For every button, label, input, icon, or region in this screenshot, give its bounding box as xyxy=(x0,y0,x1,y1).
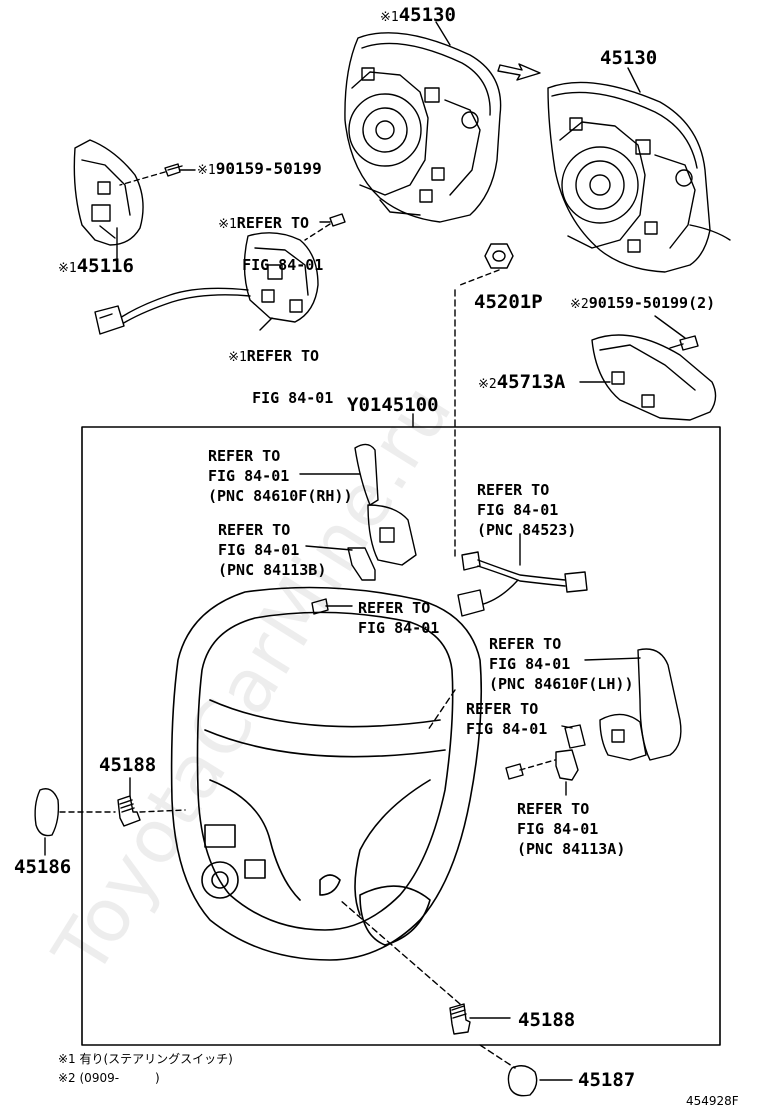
footnote-2: ※2 (0909- ) xyxy=(58,1071,160,1085)
dash-45188-top xyxy=(139,809,186,813)
dash-90159-left xyxy=(119,171,166,186)
switch-with-harness xyxy=(94,232,319,335)
label-45130-right: 45130 xyxy=(600,47,658,69)
bracket-84113b xyxy=(347,547,376,581)
ref-label-7: REFER TO FIG 84-01 (PNC 84610F(LH)) xyxy=(489,635,634,693)
airbag-45130-left xyxy=(344,32,502,223)
ref-line: FIG 84-01 xyxy=(252,389,334,407)
ref-label-2: ※1REFER TO FIG 84-01 xyxy=(210,326,333,408)
ref-label-8: REFER TO FIG 84-01 xyxy=(466,700,548,738)
part-number: 45130 xyxy=(398,4,456,26)
footnote-1: ※1 有り(ステアリングスイッチ) xyxy=(58,1052,233,1066)
ref-label-5: REFER TO FIG 84-01 (PNC 84113B) xyxy=(218,521,327,579)
assembly-frame xyxy=(81,426,721,1046)
dash-wheel-center xyxy=(427,689,456,731)
screw-45188-top xyxy=(117,795,141,827)
screw-refer-top xyxy=(329,213,346,227)
note-mark: ※1 xyxy=(380,10,399,25)
leader-84113b xyxy=(305,545,353,551)
steering-wheel xyxy=(170,586,483,961)
paddle-lh xyxy=(599,648,682,761)
part-number: 90159-50199(2) xyxy=(588,294,716,312)
cover-45713a xyxy=(591,334,717,421)
ref-label-3: REFER TO FIG 84-01 (PNC 84610F(RH)) xyxy=(208,447,353,505)
dash-45201p xyxy=(459,269,500,286)
dash-screw-lh xyxy=(519,759,556,771)
paddle-rh xyxy=(354,443,417,566)
ref-line: FIG 84-01 xyxy=(242,256,324,274)
dash-45187 xyxy=(479,1044,516,1069)
leader-90159-right xyxy=(654,315,686,339)
part-number: 45116 xyxy=(76,255,134,277)
label-45116: ※145116 xyxy=(58,257,134,276)
part-number: 45713A xyxy=(496,371,566,393)
label-45188-bottom: 45188 xyxy=(518,1009,576,1031)
leader-45130-left xyxy=(435,21,451,46)
screw-lh xyxy=(505,763,524,780)
ref-line: REFER TO xyxy=(236,214,310,232)
leader-refer-fig xyxy=(561,725,573,729)
note-mark: ※1 xyxy=(228,350,247,365)
note-mark: ※1 xyxy=(218,217,237,232)
label-45130-left: ※145130 xyxy=(380,6,456,25)
cap-45186 xyxy=(34,788,60,837)
leader-45130-right xyxy=(627,67,641,93)
ref-label-6: REFER TO FIG 84-01 xyxy=(358,599,440,637)
label-45186: 45186 xyxy=(14,856,72,878)
airbag-45130-right xyxy=(547,81,731,273)
label-90159-right: ※290159-50199(2) xyxy=(570,294,716,312)
leader-paddle-lh xyxy=(584,657,641,661)
screw-45188-bottom xyxy=(449,1003,471,1035)
label-45188-top: 45188 xyxy=(99,754,157,776)
dash-45188-bottom xyxy=(339,899,461,1005)
harness-84523 xyxy=(457,551,588,617)
screw-90159-left xyxy=(164,163,183,177)
cap-45187 xyxy=(507,1065,538,1097)
ref-label-9: REFER TO FIG 84-01 (PNC 84113A) xyxy=(517,800,626,858)
ref-label-4: REFER TO FIG 84-01 (PNC 84523) xyxy=(477,481,577,539)
bracket-84113a xyxy=(555,724,586,781)
ref-line: REFER TO xyxy=(246,347,320,365)
label-y0145100: Y0145100 xyxy=(347,394,439,416)
note-mark: ※2 xyxy=(570,297,589,312)
note-mark: ※1 xyxy=(58,261,77,276)
label-45187: 45187 xyxy=(578,1069,636,1091)
direction-arrow xyxy=(497,63,541,81)
ref-label-1: ※1REFER TO FIG 84-01 xyxy=(200,193,323,275)
note-mark: ※2 xyxy=(478,377,497,392)
figure-code: 454928F xyxy=(686,1094,739,1108)
dash-refer-1 xyxy=(304,223,331,241)
screw-center xyxy=(311,598,329,615)
switch-45116 xyxy=(73,139,144,246)
nut-45201p xyxy=(484,243,514,269)
label-45713a: ※245713A xyxy=(478,373,565,392)
part-number: 90159-50199 xyxy=(215,159,322,178)
label-90159-left: ※190159-50199 xyxy=(197,159,322,178)
screw-90159-right xyxy=(669,335,699,351)
label-45201p: 45201P xyxy=(474,291,543,313)
leader-refer-2 xyxy=(259,317,273,331)
note-mark: ※1 xyxy=(197,163,216,178)
